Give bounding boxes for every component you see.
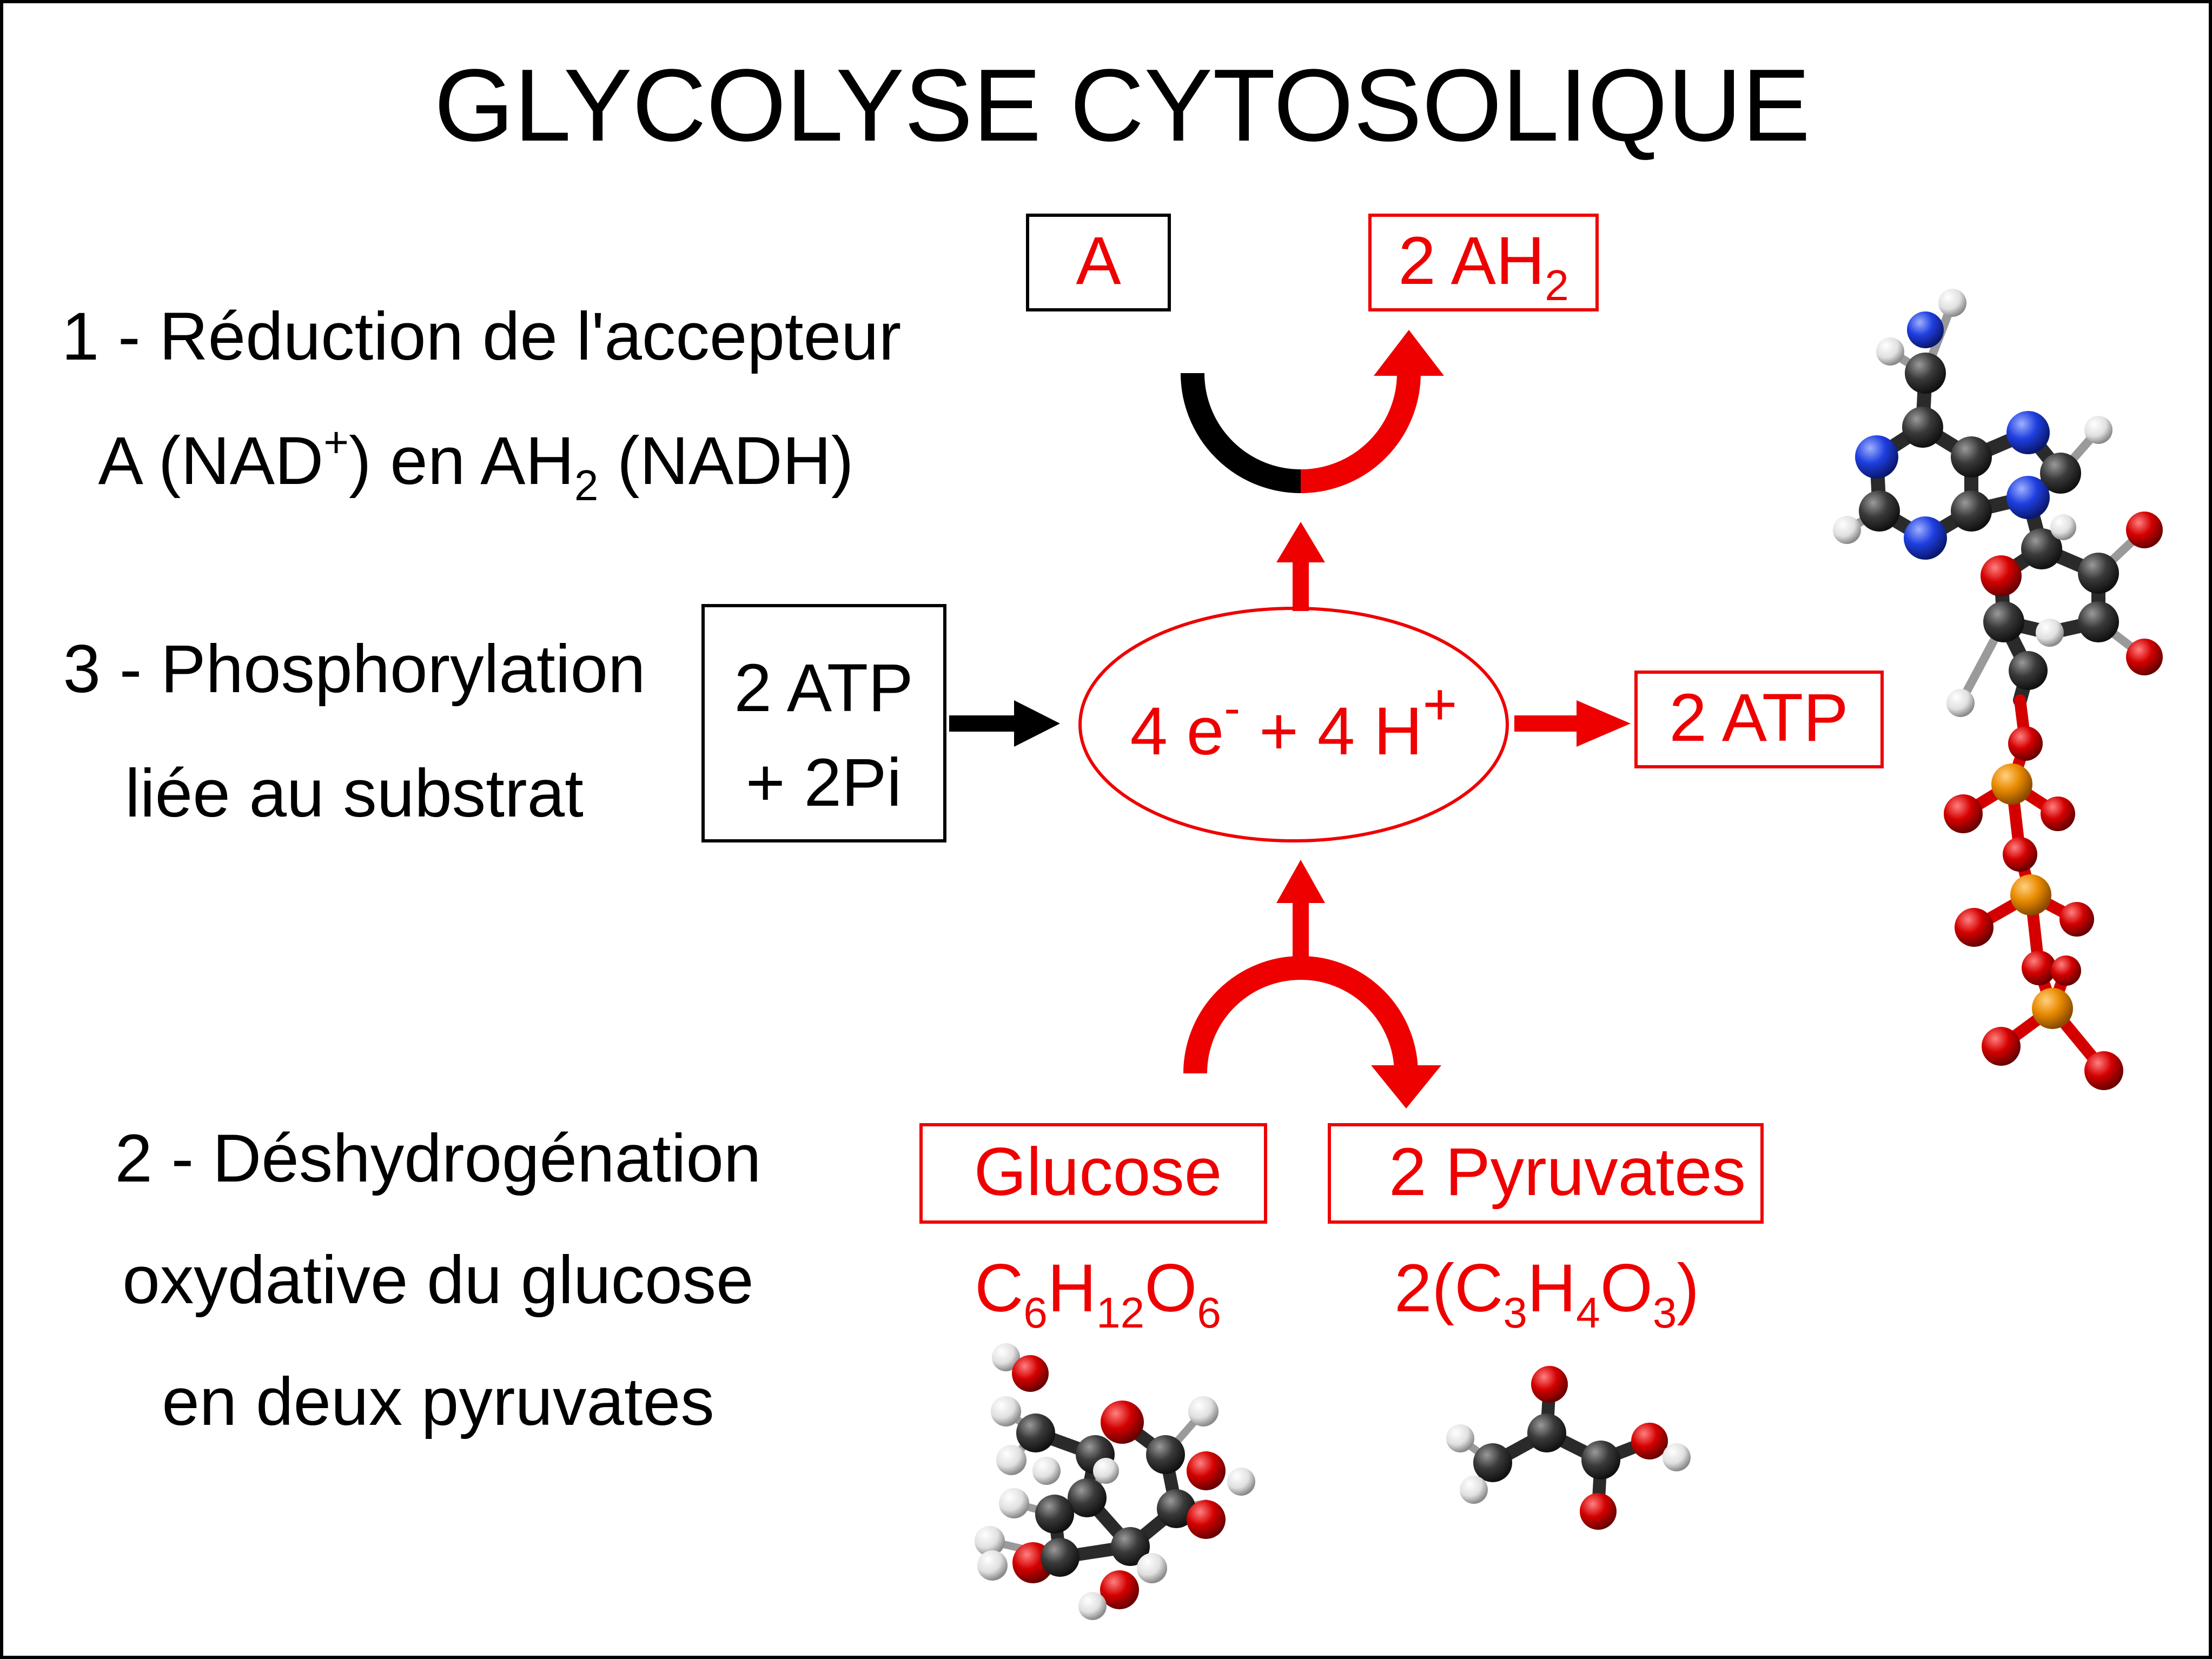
pyruvate-molecule-illustration (1446, 1366, 1691, 1530)
reduced-acceptor-label: 2 AH2 (1398, 223, 1569, 309)
input-arrow-head (1014, 700, 1060, 747)
step1-line1: 1 - Réduction de l'accepteur (62, 299, 902, 374)
glucose-label: Glucose (974, 1134, 1222, 1210)
pyruvate-formula: 2(C3H4O3) (1394, 1251, 1699, 1337)
step3-line2: liée au substrat (125, 756, 584, 831)
glucose-molecule-illustration (975, 1343, 1255, 1620)
center-ellipse (1078, 607, 1509, 842)
step2-line1: 2 - Déshydrogénation (115, 1121, 761, 1196)
dehydrogenation-arrow-head (1276, 860, 1325, 903)
step2-line2: oxydative du glucose (122, 1243, 753, 1318)
pyruvate-label: 2 Pyruvates (1389, 1134, 1746, 1210)
page-title: GLYCOLYSE CYTOSOLIQUE (434, 48, 1811, 163)
atp-molecule-illustration (1833, 289, 2163, 1090)
input-box (701, 604, 946, 842)
step2-line3: en deux pyruvates (162, 1364, 714, 1439)
acceptor-label: A (1076, 223, 1121, 298)
reduced-acceptor-box (1368, 214, 1599, 311)
step3-line1: 3 - Phosphorylation (63, 632, 645, 707)
input-line1: 2 ATP (734, 651, 913, 726)
glucose-formula: C6H12O6 (975, 1251, 1221, 1337)
reduction-arrowhead (1374, 330, 1444, 376)
input-line2: + 2Pi (746, 745, 902, 820)
step1-line2: A (NAD+) en AH2 (NADH) (98, 418, 853, 509)
reduction-arc-black (1181, 373, 1301, 493)
acceptor-box (1026, 214, 1171, 311)
output-arrow-head (1577, 700, 1631, 747)
glucose-arc (1183, 956, 1418, 1074)
glucose-arc-arrowhead (1371, 1065, 1441, 1109)
pyruvate-box (1328, 1123, 1764, 1224)
reduction-arc-red (1300, 373, 1421, 493)
glucose-box (919, 1123, 1267, 1224)
up-arrow-head (1276, 522, 1325, 562)
output-label: 2 ATP (1669, 680, 1848, 755)
output-box (1634, 671, 1884, 768)
electrons-protons-label: 4 e- + 4 H+ (1130, 671, 1458, 769)
